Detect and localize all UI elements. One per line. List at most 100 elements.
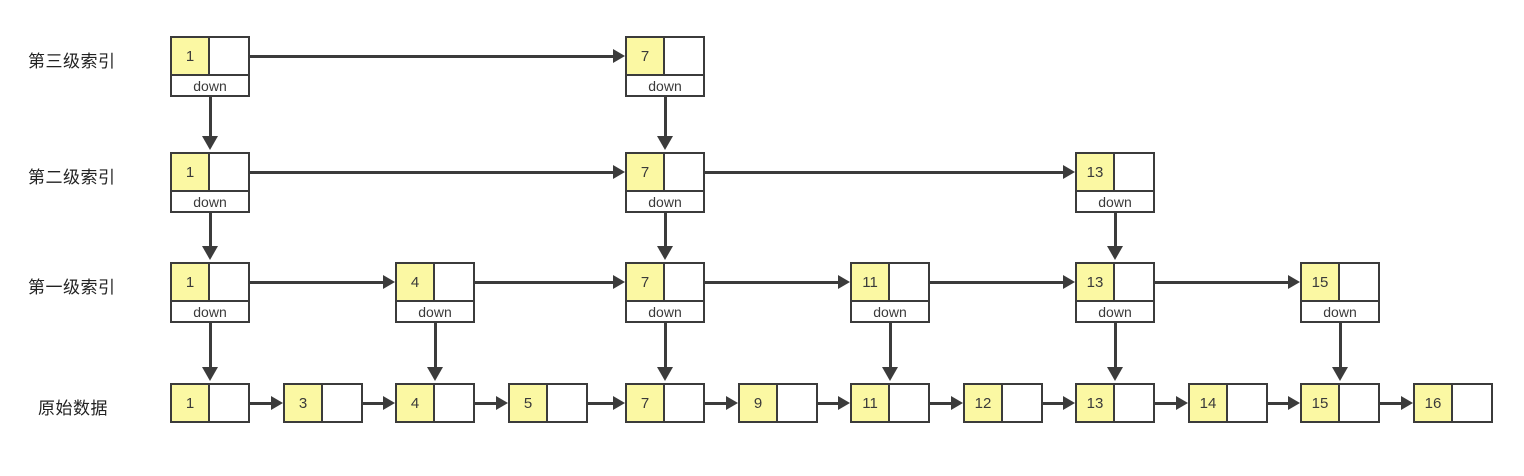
node-pointer-cell	[210, 154, 248, 190]
node-value: 13	[1077, 385, 1116, 421]
down-arrowhead	[202, 136, 218, 150]
forward-link	[1268, 401, 1288, 405]
node-pointer-cell	[890, 385, 928, 421]
node-value: 13	[1077, 264, 1116, 300]
down-link	[208, 213, 212, 246]
skiplist-node[interactable]: 3	[283, 383, 363, 423]
forward-arrowhead	[613, 49, 625, 63]
skiplist-node[interactable]: 7	[625, 383, 705, 423]
down-arrowhead	[1332, 367, 1348, 381]
node-down-cell[interactable]: down	[625, 302, 705, 323]
node-pointer-cell	[1453, 385, 1491, 421]
skiplist-node[interactable]: 15	[1300, 383, 1380, 423]
down-arrowhead	[427, 367, 443, 381]
node-pointer-cell	[435, 385, 473, 421]
down-arrowhead	[1107, 246, 1123, 260]
node-cells: 16	[1413, 383, 1493, 423]
node-down-cell[interactable]: down	[170, 302, 250, 323]
node-down-cell[interactable]: down	[625, 76, 705, 97]
forward-arrowhead	[1063, 275, 1075, 289]
forward-arrowhead	[1401, 396, 1413, 410]
forward-link	[250, 280, 383, 284]
node-down-cell[interactable]: down	[170, 192, 250, 213]
down-arrowhead	[657, 367, 673, 381]
node-value: 7	[627, 154, 666, 190]
skiplist-node[interactable]: 4	[395, 383, 475, 423]
forward-arrowhead	[1063, 396, 1075, 410]
node-down-cell[interactable]: down	[625, 192, 705, 213]
node-value: 7	[627, 38, 666, 74]
forward-link	[1043, 401, 1063, 405]
skiplist-node[interactable]: 11	[850, 383, 930, 423]
node-value: 4	[397, 385, 436, 421]
node-down-cell[interactable]: down	[170, 76, 250, 97]
down-arrowhead	[202, 367, 218, 381]
forward-arrowhead	[271, 396, 283, 410]
node-pointer-cell	[323, 385, 361, 421]
node-cells: 5	[508, 383, 588, 423]
down-link	[1113, 323, 1117, 367]
node-value: 5	[510, 385, 549, 421]
node-down-cell[interactable]: down	[395, 302, 475, 323]
forward-link	[588, 401, 613, 405]
node-cells: 14	[1188, 383, 1268, 423]
node-value: 1	[172, 385, 211, 421]
skiplist-node[interactable]: 13	[1075, 383, 1155, 423]
row-label-level-2-index: 第二级索引	[28, 168, 116, 187]
node-down-cell[interactable]: down	[1075, 302, 1155, 323]
forward-arrowhead	[951, 396, 963, 410]
node-cells: 7	[625, 383, 705, 423]
down-link	[663, 323, 667, 367]
skiplist-node[interactable]: 5	[508, 383, 588, 423]
node-cells: 1	[170, 152, 250, 192]
node-pointer-cell	[548, 385, 586, 421]
forward-link	[475, 280, 613, 284]
node-down-cell[interactable]: down	[1075, 192, 1155, 213]
skiplist-node[interactable]: 16	[1413, 383, 1493, 423]
node-cells: 15	[1300, 262, 1380, 302]
down-link	[208, 97, 212, 136]
node-pointer-cell	[435, 264, 473, 300]
node-down-cell[interactable]: down	[1300, 302, 1380, 323]
node-pointer-cell	[1115, 154, 1153, 190]
node-cells: 7	[625, 36, 705, 76]
forward-arrowhead	[613, 275, 625, 289]
forward-arrowhead	[726, 396, 738, 410]
node-pointer-cell	[210, 38, 248, 74]
skiplist-node[interactable]: 14	[1188, 383, 1268, 423]
skiplist-node[interactable]: 12	[963, 383, 1043, 423]
forward-link	[250, 170, 613, 174]
node-cells: 12	[963, 383, 1043, 423]
node-pointer-cell	[210, 264, 248, 300]
node-down-cell[interactable]: down	[850, 302, 930, 323]
forward-link	[1380, 401, 1401, 405]
node-cells: 4	[395, 383, 475, 423]
down-link	[1113, 213, 1117, 246]
node-cells: 1	[170, 383, 250, 423]
node-value: 13	[1077, 154, 1116, 190]
node-value: 12	[965, 385, 1004, 421]
down-arrowhead	[657, 246, 673, 260]
row-label-original-data: 原始数据	[38, 399, 108, 418]
skiplist-node[interactable]: 9	[738, 383, 818, 423]
down-arrowhead	[1107, 367, 1123, 381]
down-link	[1338, 323, 1342, 367]
node-pointer-cell	[1115, 385, 1153, 421]
node-cells: 9	[738, 383, 818, 423]
forward-arrowhead	[1063, 165, 1075, 179]
forward-arrowhead	[1288, 396, 1300, 410]
skiplist-node[interactable]: 1	[170, 383, 250, 423]
node-value: 4	[397, 264, 436, 300]
